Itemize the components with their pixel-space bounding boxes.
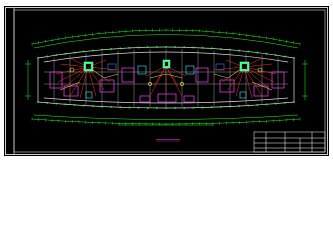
column-marker	[192, 106, 195, 109]
wiring-line	[213, 66, 245, 71]
wiring-left-fan	[55, 57, 119, 99]
column-marker	[210, 106, 213, 109]
column-marker	[64, 52, 67, 55]
column-marker	[92, 105, 94, 107]
column-marker	[101, 48, 103, 51]
column-marker	[274, 102, 277, 105]
wiring-line	[149, 65, 167, 97]
top-dimension-ticks	[31, 28, 301, 46]
column-marker	[174, 46, 176, 48]
column-marker	[247, 50, 250, 53]
wiring-line	[55, 66, 89, 75]
column-marker	[183, 46, 186, 49]
column-marker	[73, 104, 76, 106]
wiring-line	[87, 66, 97, 97]
column-marker	[46, 102, 48, 104]
column-marker	[156, 107, 158, 109]
column-marker	[210, 47, 213, 50]
column-marker	[265, 52, 268, 55]
inner-frame	[13, 9, 326, 153]
column-marker	[256, 51, 259, 54]
distribution-panel-icon[interactable]	[83, 61, 94, 72]
wiring-line	[145, 65, 167, 77]
wiring-line	[235, 66, 245, 97]
wiring-yellow	[59, 67, 273, 91]
column-marker	[73, 51, 76, 54]
column-marker	[247, 104, 250, 107]
column-marker	[92, 49, 94, 52]
column-marker	[183, 107, 186, 109]
column-marker	[229, 105, 231, 108]
wiring-line	[243, 66, 277, 75]
column-marker	[165, 107, 167, 109]
column-marker	[229, 48, 231, 51]
bottom-dimension-ticks	[31, 117, 301, 126]
column-marker	[265, 103, 268, 106]
column-marker	[284, 102, 286, 104]
wiring-line	[57, 66, 89, 83]
column-marker	[119, 47, 122, 50]
column-marker	[64, 103, 67, 106]
column-marker	[137, 46, 140, 49]
column-marker	[220, 106, 222, 108]
column-marker	[146, 46, 149, 49]
distribution-panel-icon[interactable]	[239, 61, 250, 72]
fixtures	[69, 63, 263, 99]
column-marker	[238, 49, 240, 52]
distribution-panel-icon[interactable]	[162, 59, 171, 69]
side-dimension-lines	[25, 60, 308, 100]
column-marker	[110, 48, 112, 50]
wiring-line	[69, 66, 89, 97]
column-marker	[220, 48, 222, 50]
column-marker	[201, 47, 204, 49]
column-marker	[284, 55, 286, 58]
column-marker	[238, 105, 240, 107]
column-marker	[174, 107, 176, 109]
column-marker	[128, 106, 131, 109]
column-marker	[128, 47, 131, 49]
column-marker	[110, 106, 112, 108]
title-block[interactable]	[253, 131, 326, 153]
column-marker	[165, 46, 167, 48]
column-marker	[119, 106, 122, 109]
column-marker	[101, 105, 103, 108]
drawing-sheet	[4, 6, 329, 156]
column-marker	[55, 102, 58, 105]
column-marker	[82, 50, 85, 53]
column-marker	[293, 101, 295, 103]
column-marker	[293, 57, 295, 59]
cad-viewport[interactable]	[0, 0, 333, 160]
column-marker	[146, 107, 149, 109]
column-marker	[137, 106, 140, 109]
column-marker	[201, 106, 204, 109]
wiring-line	[59, 63, 89, 68]
wiring-center	[145, 65, 187, 97]
wiring-line	[243, 66, 263, 97]
wiring-line	[61, 66, 89, 91]
outer-frame	[5, 7, 328, 155]
column-marker	[82, 104, 85, 107]
column-marker	[156, 46, 158, 48]
wiring-line	[243, 66, 253, 99]
column-marker	[55, 54, 58, 56]
column-marker	[256, 104, 259, 106]
wiring-line	[79, 66, 89, 99]
column-marker	[46, 55, 48, 58]
column-marker	[37, 57, 39, 59]
column-marker	[37, 101, 39, 103]
column-markers	[37, 46, 295, 109]
column-marker	[192, 46, 195, 49]
column-marker	[274, 54, 277, 56]
wiring-line	[165, 65, 183, 97]
